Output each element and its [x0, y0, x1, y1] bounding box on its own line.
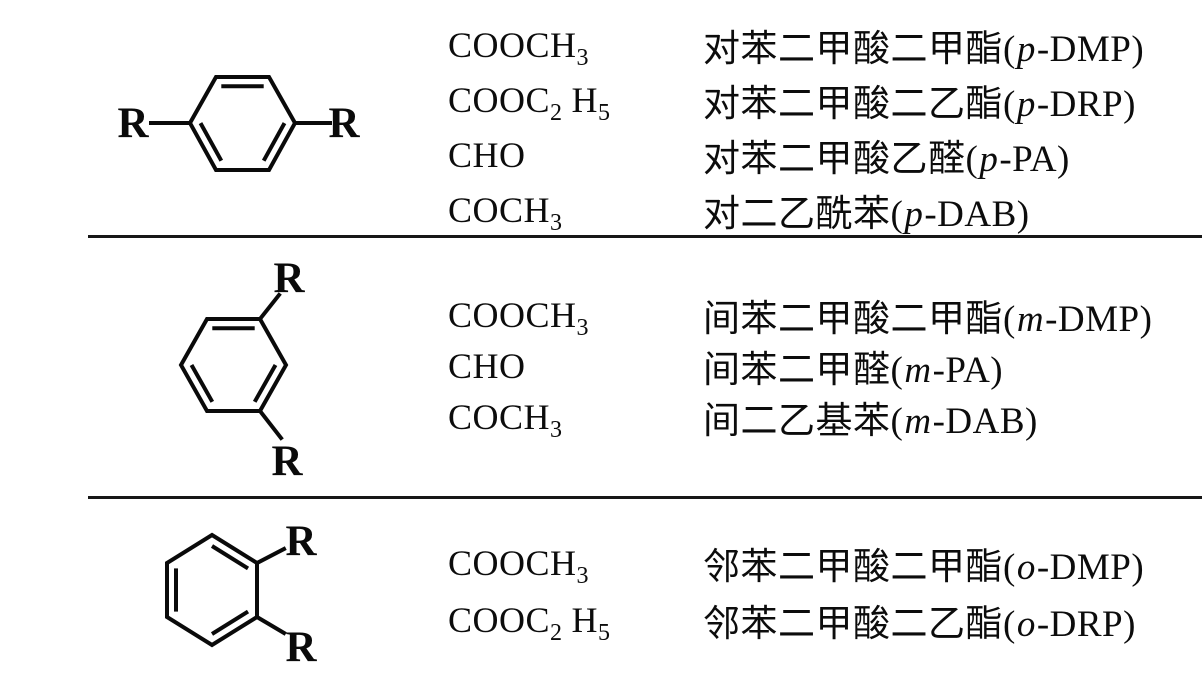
compound-row: COCH3 间二乙基苯(m-DAB): [448, 391, 1198, 442]
benzene-ring: [178, 317, 289, 413]
substituent-formula: COOCH3: [448, 542, 589, 589]
benzene-ring: [165, 532, 259, 648]
substituent-formula: COOC2 H5: [448, 599, 611, 646]
substituent-formula: COCH3: [448, 396, 563, 443]
compound-name: 间苯二甲酸二甲酯(m-DMP): [703, 298, 1153, 340]
bond-to-r: [254, 546, 287, 566]
compound-row: COOCH3 间苯二甲酸二甲酯(m-DMP): [448, 289, 1198, 340]
compound-name: 邻苯二甲酸二甲酯(o-DMP): [703, 546, 1145, 588]
double-bond: [189, 364, 215, 403]
separator-line: [88, 235, 1202, 238]
bond-to-r: [257, 292, 282, 322]
compound-name: 间苯二甲醛(m-PA): [703, 349, 1004, 391]
double-bond: [198, 122, 224, 162]
bond-to-r: [257, 408, 284, 441]
compound-row: CHO 对苯二甲酸乙醛(p-PA): [448, 127, 1198, 182]
compound-name: 对苯二甲酸二乙酯(p-DRP): [703, 83, 1136, 125]
compound-list-ortho: COOCH3 邻苯二甲酸二甲酯(o-DMP) COOC2 H5 邻苯二甲酸二乙酯(o-…: [448, 534, 1198, 648]
substituent-formula: CHO: [448, 345, 526, 386]
substituent-formula: COOC2 H5: [448, 79, 611, 126]
benzene-para-structure: R R: [117, 75, 360, 172]
compound-row: COCH3 对二乙酰苯(p-DAB): [448, 182, 1198, 237]
r-substituent-label: R: [285, 624, 317, 671]
compound-name: 邻苯二甲酸二乙酯(o-DRP): [703, 603, 1136, 645]
double-bond: [210, 544, 250, 571]
compound-name: 间二乙基苯(m-DAB): [703, 400, 1038, 442]
compound-name: 对二乙酰苯(p-DAB): [703, 193, 1030, 235]
benzene-meta-structure: R R: [178, 255, 305, 485]
compound-name: 对苯二甲酸二甲酯(p-DMP): [703, 28, 1145, 70]
separator-line: [88, 496, 1202, 499]
substituent-formula: COCH3: [448, 189, 563, 236]
r-substituent-label: R: [117, 100, 149, 147]
bond-to-r: [254, 614, 287, 636]
benzene-ortho-structure: R R: [165, 518, 317, 671]
compound-list-para: COOCH3 对苯二甲酸二甲酯(p-DMP) COOC2 H5 对苯二甲酸二乙酯(p-…: [448, 17, 1198, 237]
r-substituent-label: R: [285, 518, 317, 565]
double-bond: [261, 122, 287, 162]
r-substituent-label: R: [328, 100, 360, 147]
compound-row: COOC2 H5 对苯二甲酸二乙酯(p-DRP): [448, 72, 1198, 127]
compound-row: COOCH3 对苯二甲酸二甲酯(p-DMP): [448, 17, 1198, 72]
double-bond: [210, 609, 250, 636]
substituent-formula: COOCH3: [448, 294, 589, 341]
substituent-formula: COOCH3: [448, 24, 589, 71]
r-substituent-label: R: [271, 438, 303, 485]
double-bond: [252, 364, 278, 403]
compound-row: CHO 间苯二甲醛(m-PA): [448, 340, 1198, 391]
benzene-ring: [187, 75, 298, 172]
compound-name: 对苯二甲酸乙醛(p-PA): [703, 138, 1070, 180]
r-substituent-label: R: [273, 255, 305, 302]
compound-row: COOCH3 邻苯二甲酸二甲酯(o-DMP): [448, 534, 1198, 591]
compound-row: COOC2 H5 邻苯二甲酸二乙酯(o-DRP): [448, 591, 1198, 648]
substituent-formula: CHO: [448, 134, 526, 175]
